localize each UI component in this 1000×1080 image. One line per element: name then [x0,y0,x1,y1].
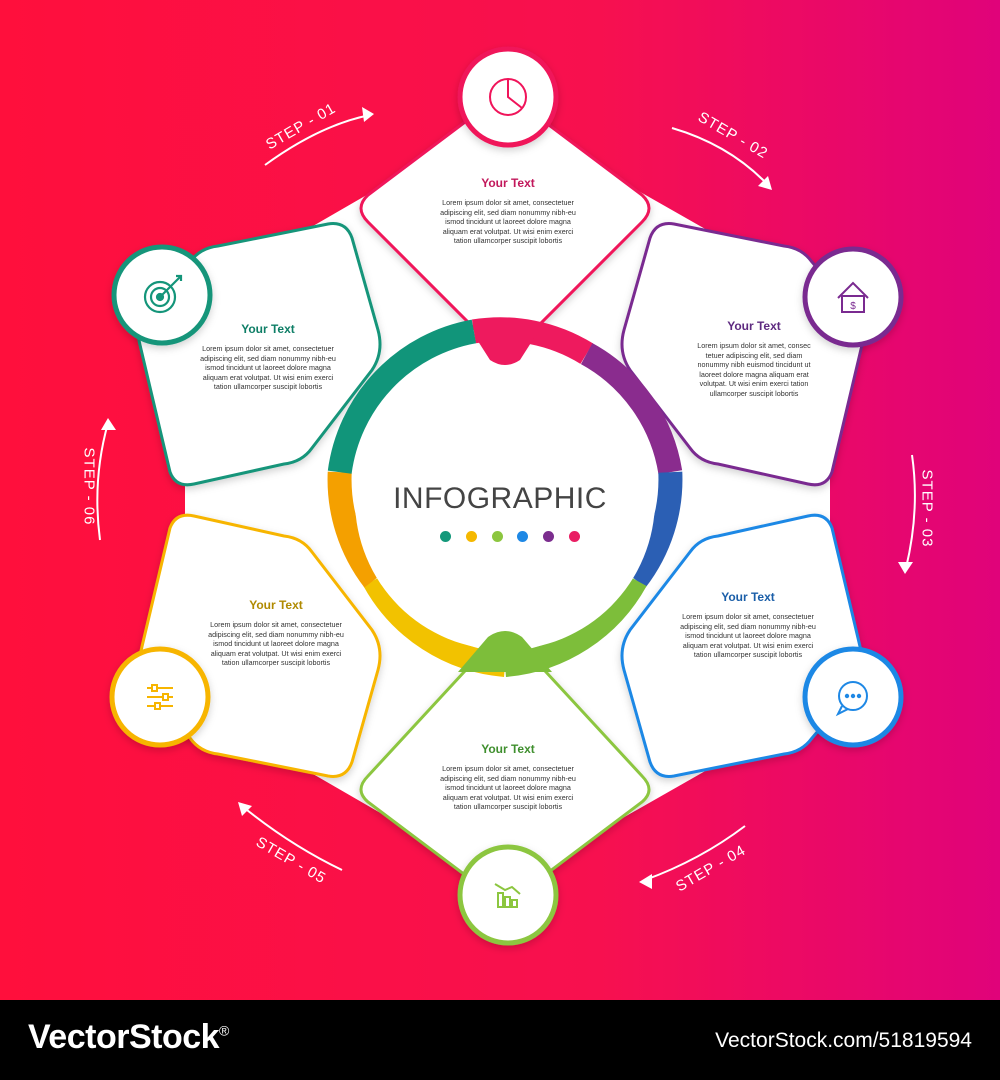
body-line: tation ullamcorper suscipit lobortis [453,236,563,246]
color-dot [517,531,529,542]
color-dot [491,531,503,542]
color-dot [440,531,451,542]
pie-chart-icon [489,78,527,116]
sliders-icon [147,684,173,710]
body-line: tation ullamcorper suscipit lobortis [213,382,323,392]
step-2-body: Lorem ipsum dolor sit amet, consec tetue… [664,341,844,399]
infographic-artwork: $ [0,0,1000,1000]
body-line: Lorem ipsum dolor sit amet, consectetuer [202,344,334,353]
body-line: Lorem ipsum dolor sit amet, consectetuer [442,198,574,207]
body-line: Lorem ipsum dolor sit amet, consectetuer [682,612,814,621]
step-4-body: Lorem ipsum dolor sit amet, consectetuer… [418,764,598,812]
step-5-arrowhead [238,802,252,816]
registered-mark: ® [219,1022,229,1039]
body-line: Lorem ipsum dolor sit amet, consectetuer [210,620,342,629]
step-5-body: Lorem ipsum dolor sit amet, consectetuer… [186,620,366,668]
body-line: tation ullamcorper suscipit lobortis [453,802,563,812]
body-line: aliquam erat volutpat. Ut wisi enim exer… [682,640,814,650]
color-dot [543,531,555,542]
body-line: adipiscing elit, sed diam nonummy nibh-e… [208,629,344,639]
body-line: ismod tincidunt ut laoreet dolore magna [445,217,571,227]
step-4-arrowhead [639,874,652,889]
step-3-body: Lorem ipsum dolor sit amet, consectetuer… [658,612,838,660]
color-dot [568,531,580,542]
step-1-arrowhead [362,107,374,122]
step-4-text: Your Text Lorem ipsum dolor sit amet, co… [418,742,598,812]
step-4-title: Your Text [481,742,535,756]
step-4-icon-circle [457,844,559,946]
step-6-arrowhead [101,418,116,430]
watermark-bar: VectorStock® VectorStock.com/51819594 [0,1000,1000,1080]
step-2-text: Your Text Lorem ipsum dolor sit amet, co… [664,319,844,399]
ring-tab-top [476,338,534,365]
body-line: adipiscing elit, sed diam nonummy nibh-e… [440,207,576,217]
step-3-arrowhead [898,562,913,574]
step-6-body: Lorem ipsum dolor sit amet, consectetuer… [178,344,358,392]
body-line: ismod tincidunt ut laoreet dolore magna [205,363,331,373]
ring-tab-bottom [458,631,552,672]
body-line: adipiscing elit, sed diam nonummy nibh-e… [440,773,576,783]
step-6-text: Your Text Lorem ipsum dolor sit amet, co… [178,322,358,392]
body-line: ismod tincidunt ut laoreet dolore magna [685,631,811,641]
body-line: adipiscing elit, sed diam nonummy nibh-e… [680,621,816,631]
step-3-title: Your Text [721,590,775,604]
step-3-label: STEP - 03 [918,469,936,548]
step-3-panel [620,513,866,778]
svg-text:$: $ [850,301,856,312]
body-line: aliquam erat volutpat. Ut wisi enim exer… [202,372,334,382]
step-1-title: Your Text [481,176,535,190]
color-dots [440,531,580,543]
image-url: VectorStock.com/51819594 [715,1029,972,1052]
step-5-arrow [241,805,343,871]
step-4-arrow [644,825,746,881]
body-line: Lorem ipsum dolor sit amet, consectetuer [442,764,574,773]
step-1-body: Lorem ipsum dolor sit amet, consectetuer… [418,198,598,246]
body-line: tation ullamcorper suscipit lobortis [693,650,803,660]
brand-logo: VectorStock® [28,1018,229,1057]
step-6-title: Your Text [241,322,295,336]
center-disc [355,350,655,650]
body-line: ullamcorper suscipit lobortis [709,388,799,398]
body-line: aliquam erat volutpat. Ut wisi enim exer… [210,648,342,658]
home-dollar-icon: $ [837,281,869,313]
step-5-text: Your Text Lorem ipsum dolor sit amet, co… [186,598,366,668]
center-title: INFOGRAPHIC [393,482,607,515]
body-line: adipiscing elit, sed diam nonummy nibh-e… [200,353,336,363]
step-6-arrow [96,422,109,541]
color-dot [465,531,477,542]
center-ring [327,317,683,677]
step-3-arrow [905,454,916,569]
body-line: Lorem ipsum dolor sit amet, consec [697,341,811,350]
step-3-text: Your Text Lorem ipsum dolor sit amet, co… [658,590,838,660]
step-2-arrow [671,127,769,186]
target-icon [143,274,183,314]
body-line: laoreet dolore magna aliquam erat [699,369,809,379]
body-line: nonummy nibh euismod tincidunt ut [697,360,811,370]
body-line: tetuer adipiscing elit, sed diam [705,350,803,360]
bar-chart-down-icon [494,883,521,908]
body-line: ismod tincidunt ut laoreet dolore magna [445,783,571,793]
body-line: aliquam erat volutpat. Ut wisi enim exer… [442,792,574,802]
step-6-label: STEP - 06 [80,447,98,526]
body-line: aliquam erat volutpat. Ut wisi enim exer… [442,226,574,236]
step-2-title: Your Text [727,319,781,333]
body-line: ismod tincidunt ut laoreet dolore magna [213,639,339,649]
chat-bubble-icon [835,681,868,717]
brand-name: VectorStock [28,1018,220,1056]
step-1-arrow [264,114,371,166]
step-2-arrowhead [758,176,772,190]
body-line: volutpat. Ut wisi enim exerci tation [699,379,809,389]
step-1-text: Your Text Lorem ipsum dolor sit amet, co… [418,176,598,246]
body-line: tation ullamcorper suscipit lobortis [221,658,331,668]
step-5-title: Your Text [249,598,303,612]
